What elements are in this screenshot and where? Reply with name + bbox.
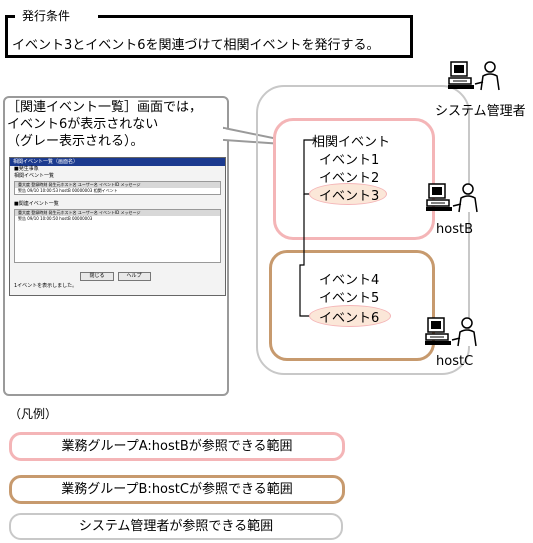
sysadmin-label: システム管理者	[435, 104, 526, 119]
related-events-screen-thumbnail: 相関イベント一覧（画面名） ■発生事象 相関イベント一覧 重大度 登録時刻 発生…	[9, 157, 226, 296]
event1-label: イベント1	[319, 153, 380, 168]
callout-text: ［関連イベント一覧］画面では， イベント6が表示されない （グレー表示される）。	[7, 100, 203, 149]
mini-section-occurred: ■発生事象	[14, 166, 39, 172]
legend-title: （凡例）	[9, 407, 58, 421]
condition-box	[5, 15, 413, 58]
hostC-label: hostC	[436, 354, 474, 369]
mini-status: 1イベントを表示しました。	[14, 283, 78, 289]
legend-groupA: 業務グループA:hostBが参照できる範囲	[9, 432, 345, 461]
mini-table-row: 警告 09/10 10:00:53 hostB 00000003 相関イベント	[18, 188, 118, 193]
event3-highlight	[309, 183, 387, 205]
mini-table-header: 重大度 登録時刻 発生元ホスト名 ユーザー名 イベントID メッセージ	[15, 182, 220, 188]
event5-label: イベント5	[319, 291, 380, 306]
legend-groupB: 業務グループB:hostCが参照できる範囲	[9, 475, 345, 504]
mini-window-title: 相関イベント一覧（画面名）	[10, 158, 225, 166]
mini-table-top: 重大度 登録時刻 発生元ホスト名 ユーザー名 イベントID メッセージ 警告 0…	[14, 181, 221, 195]
correlated-event-label: 相関イベント	[312, 135, 391, 150]
mini-table-row: 警告 09/10 10:00:50 hostB 00000003	[18, 216, 93, 221]
event3-label: イベント3	[319, 189, 380, 204]
groupA-scope	[273, 118, 435, 240]
mini-help-button: ヘルプ	[117, 272, 151, 281]
mini-table-header: 重大度 登録時刻 発生元ホスト名 ユーザー名 イベントID メッセージ	[15, 210, 220, 216]
condition-box-border	[98, 15, 410, 18]
hostB-computer-icon	[426, 183, 478, 213]
hostB-label: hostB	[436, 222, 473, 237]
mini-close-button: 閉じる	[80, 272, 114, 281]
condition-box-border	[5, 15, 15, 18]
event4-label: イベント4	[319, 273, 380, 288]
mini-table-bottom: 重大度 登録時刻 発生元ホスト名 ユーザー名 イベントID メッセージ 警告 0…	[14, 209, 221, 263]
mini-section-related: ■関連イベント一覧	[14, 201, 59, 207]
mini-section-sub: 相関イベント一覧	[14, 173, 55, 179]
condition-title: 発行条件	[22, 9, 71, 23]
sysadmin-computer-icon	[448, 61, 500, 91]
event2-label: イベント2	[319, 171, 380, 186]
event6-highlight	[309, 305, 391, 327]
sysadmin-scope	[256, 85, 470, 375]
event6-label: イベント6	[319, 311, 380, 326]
condition-text: イベント3とイベント6を関連づけて相関イベントを発行する。	[12, 38, 380, 53]
hostC-computer-icon	[425, 317, 477, 347]
legend-sysadmin: システム管理者が参照できる範囲	[9, 513, 343, 540]
